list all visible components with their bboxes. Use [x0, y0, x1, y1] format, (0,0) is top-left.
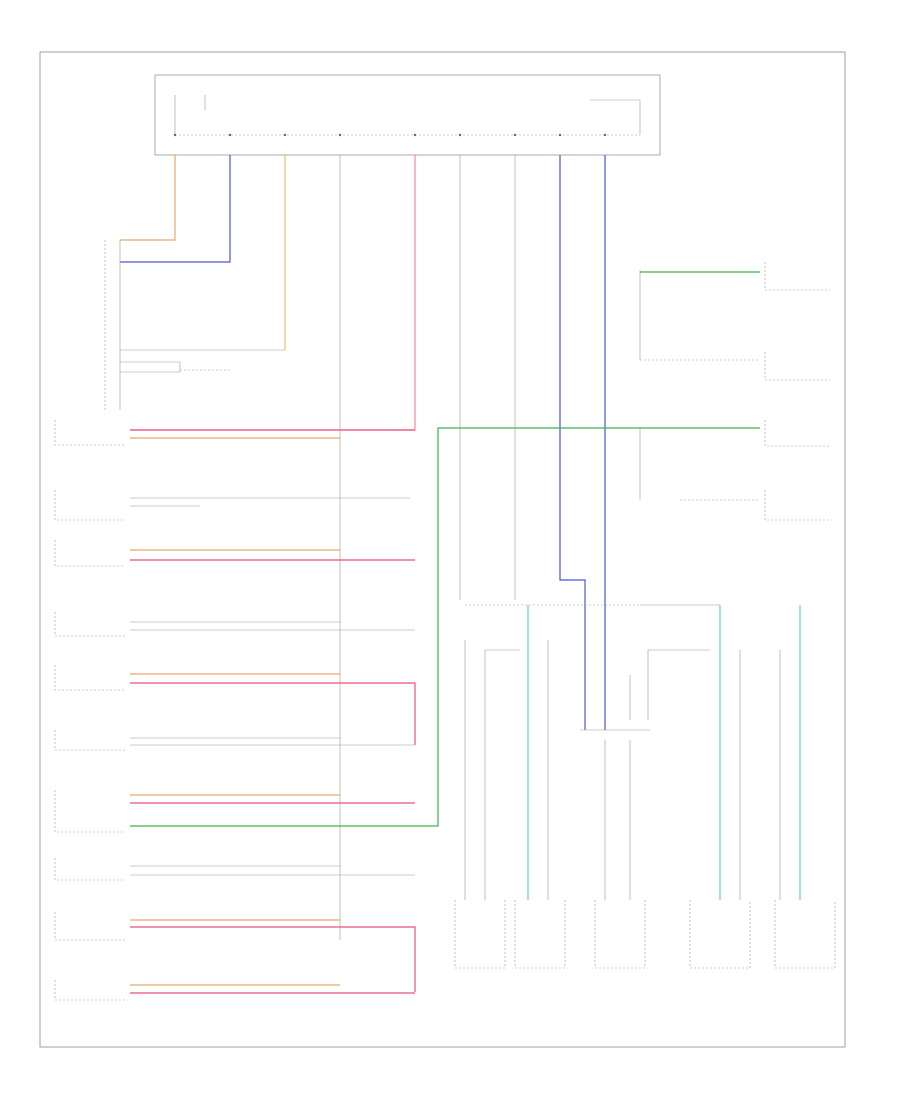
top-wires	[120, 155, 606, 940]
right-cluster	[639, 262, 830, 521]
junction-network	[464, 604, 801, 900]
top-module	[154, 74, 661, 156]
module-pins	[173, 133, 607, 137]
bottom-components	[454, 900, 836, 969]
left-components	[54, 420, 640, 1001]
left-connector	[104, 240, 285, 410]
diagram-frame	[39, 51, 846, 1048]
